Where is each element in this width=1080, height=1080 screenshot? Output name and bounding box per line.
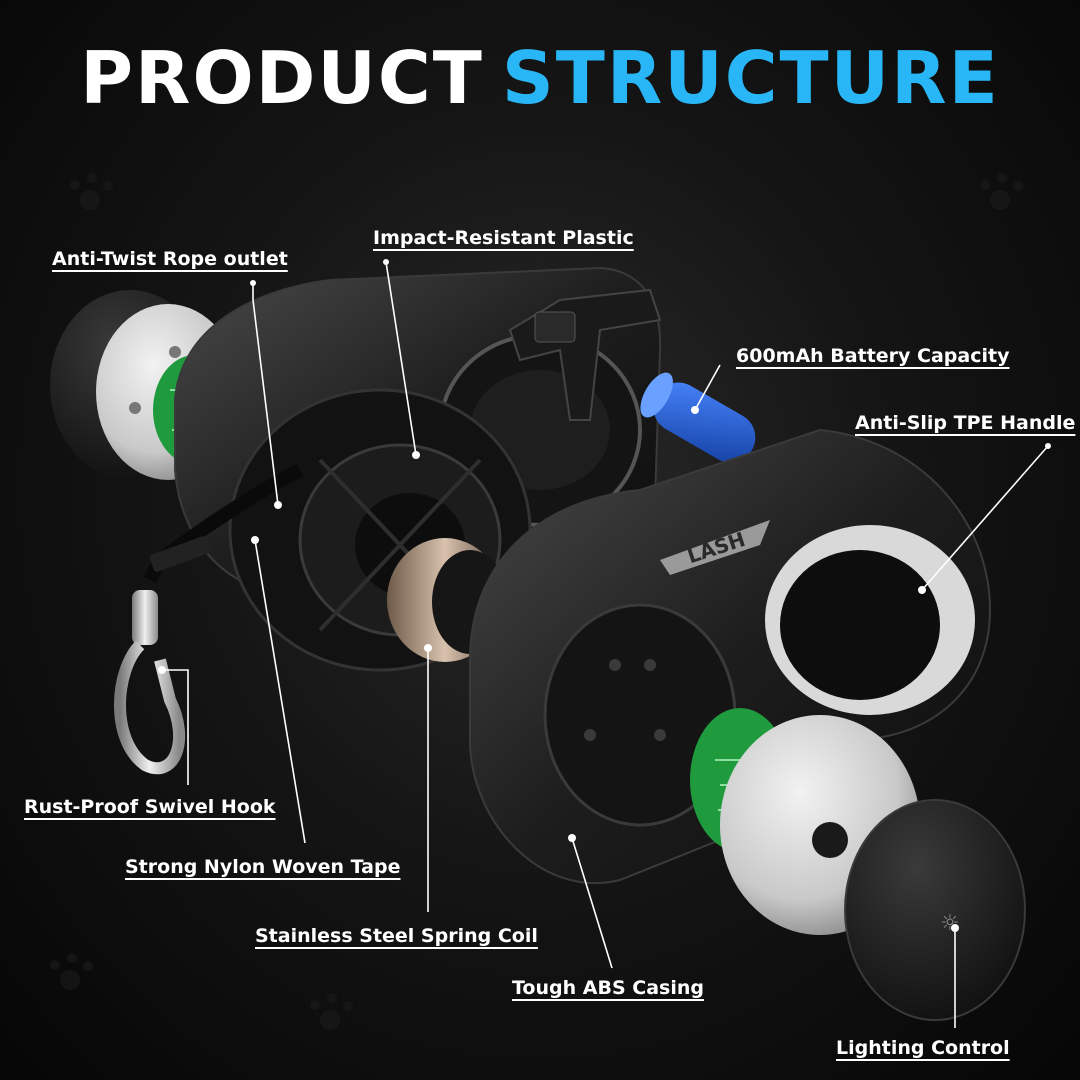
- label-spring-coil: Stainless Steel Spring Coil: [255, 925, 538, 947]
- label-impact-resistant-plastic: Impact-Resistant Plastic: [373, 227, 634, 249]
- paw-print-pattern: [50, 173, 1023, 1030]
- title-word-structure: STRUCTURE: [501, 36, 1000, 120]
- title-word-product: PRODUCT: [80, 36, 484, 120]
- label-abs-casing: Tough ABS Casing: [512, 977, 704, 999]
- label-nylon-tape: Strong Nylon Woven Tape: [125, 856, 401, 878]
- swivel-hook: [114, 590, 185, 775]
- label-anti-slip-handle: Anti-Slip TPE Handle: [855, 412, 1076, 434]
- label-lighting-control: Lighting Control: [836, 1037, 1010, 1059]
- light-icon: ☼: [940, 911, 960, 936]
- label-battery-capacity: 600mAh Battery Capacity: [736, 345, 1010, 367]
- label-swivel-hook: Rust-Proof Swivel Hook: [24, 796, 276, 818]
- handle-opening: [780, 550, 940, 700]
- lighting-cover: [844, 799, 1026, 1021]
- battery-cell: [640, 372, 756, 463]
- label-anti-twist-rope-outlet: Anti-Twist Rope outlet: [52, 248, 288, 270]
- leader-dots: [158, 259, 1051, 932]
- logo-plate: [660, 520, 770, 575]
- leader-lines: [162, 261, 1049, 1028]
